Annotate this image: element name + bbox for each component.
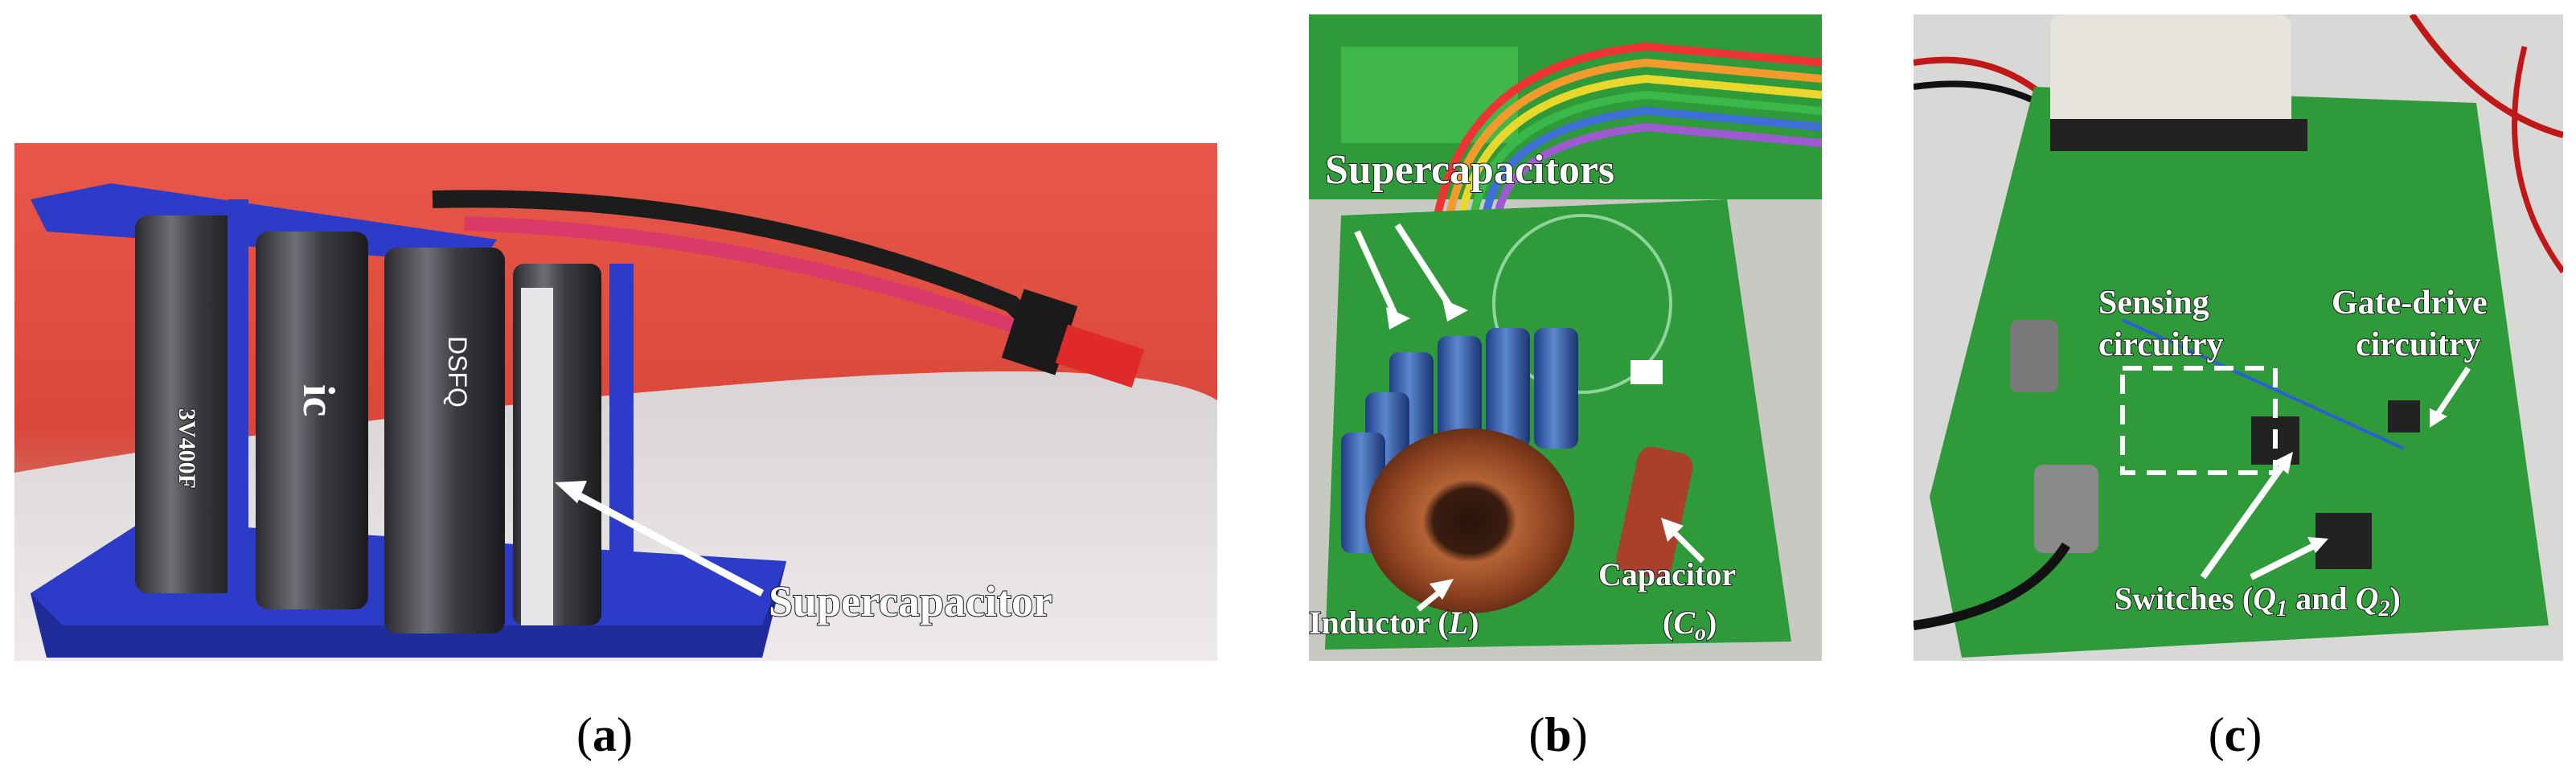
panel-b-photo: Supercapacitors Inductor (L) Capacitor (…	[1309, 14, 1822, 661]
converter-board-image: Supercapacitors Inductor (L) Capacitor (…	[1309, 14, 1822, 661]
supercapacitor-cells	[135, 215, 601, 633]
caption-c: (c)	[2208, 708, 2262, 761]
label-gatedrive-line2: circuitry	[2356, 326, 2481, 363]
label-sensing-line1: Sensing	[2098, 285, 2209, 322]
control-board-image: Sensing circuitry Gate-drive circuitry S…	[1914, 14, 2563, 661]
label-supercapacitors: Supercapacitors	[1325, 147, 1614, 193]
label-capacitor: Capacitor	[1598, 556, 1736, 592]
label-inductor: Inductor (L)	[1309, 605, 1479, 641]
supercapacitor-module-image: 3V400F ic DSFQ Supercapacitor	[14, 143, 1217, 661]
label-switches: Switches (Q1 and Q2)	[2115, 580, 2401, 621]
sensing-circuitry-box	[2120, 366, 2278, 475]
label-gatedrive-line1: Gate-drive	[2332, 285, 2488, 322]
caption-b: (b)	[1528, 708, 1588, 761]
panel-a-photo: 3V400F ic DSFQ Supercapacitor	[14, 143, 1217, 661]
cell-brand-marking: ic	[293, 384, 343, 416]
cell-series-marking: DSFQ	[443, 336, 472, 408]
panel-c-photo: Sensing circuitry Gate-drive circuitry S…	[1914, 14, 2563, 661]
label-sensing-line2: circuitry	[2098, 326, 2224, 363]
supercapacitor-arrow	[567, 487, 765, 596]
inductor-toroid	[1365, 428, 1574, 613]
cell-rating-marking: 3V400F	[174, 408, 200, 489]
caption-a: (a)	[576, 708, 633, 761]
label-supercapacitor: Supercapacitor	[769, 577, 1052, 625]
label-capacitor-symbol: (Co)	[1663, 605, 1717, 646]
output-capacitor	[1616, 446, 1693, 580]
